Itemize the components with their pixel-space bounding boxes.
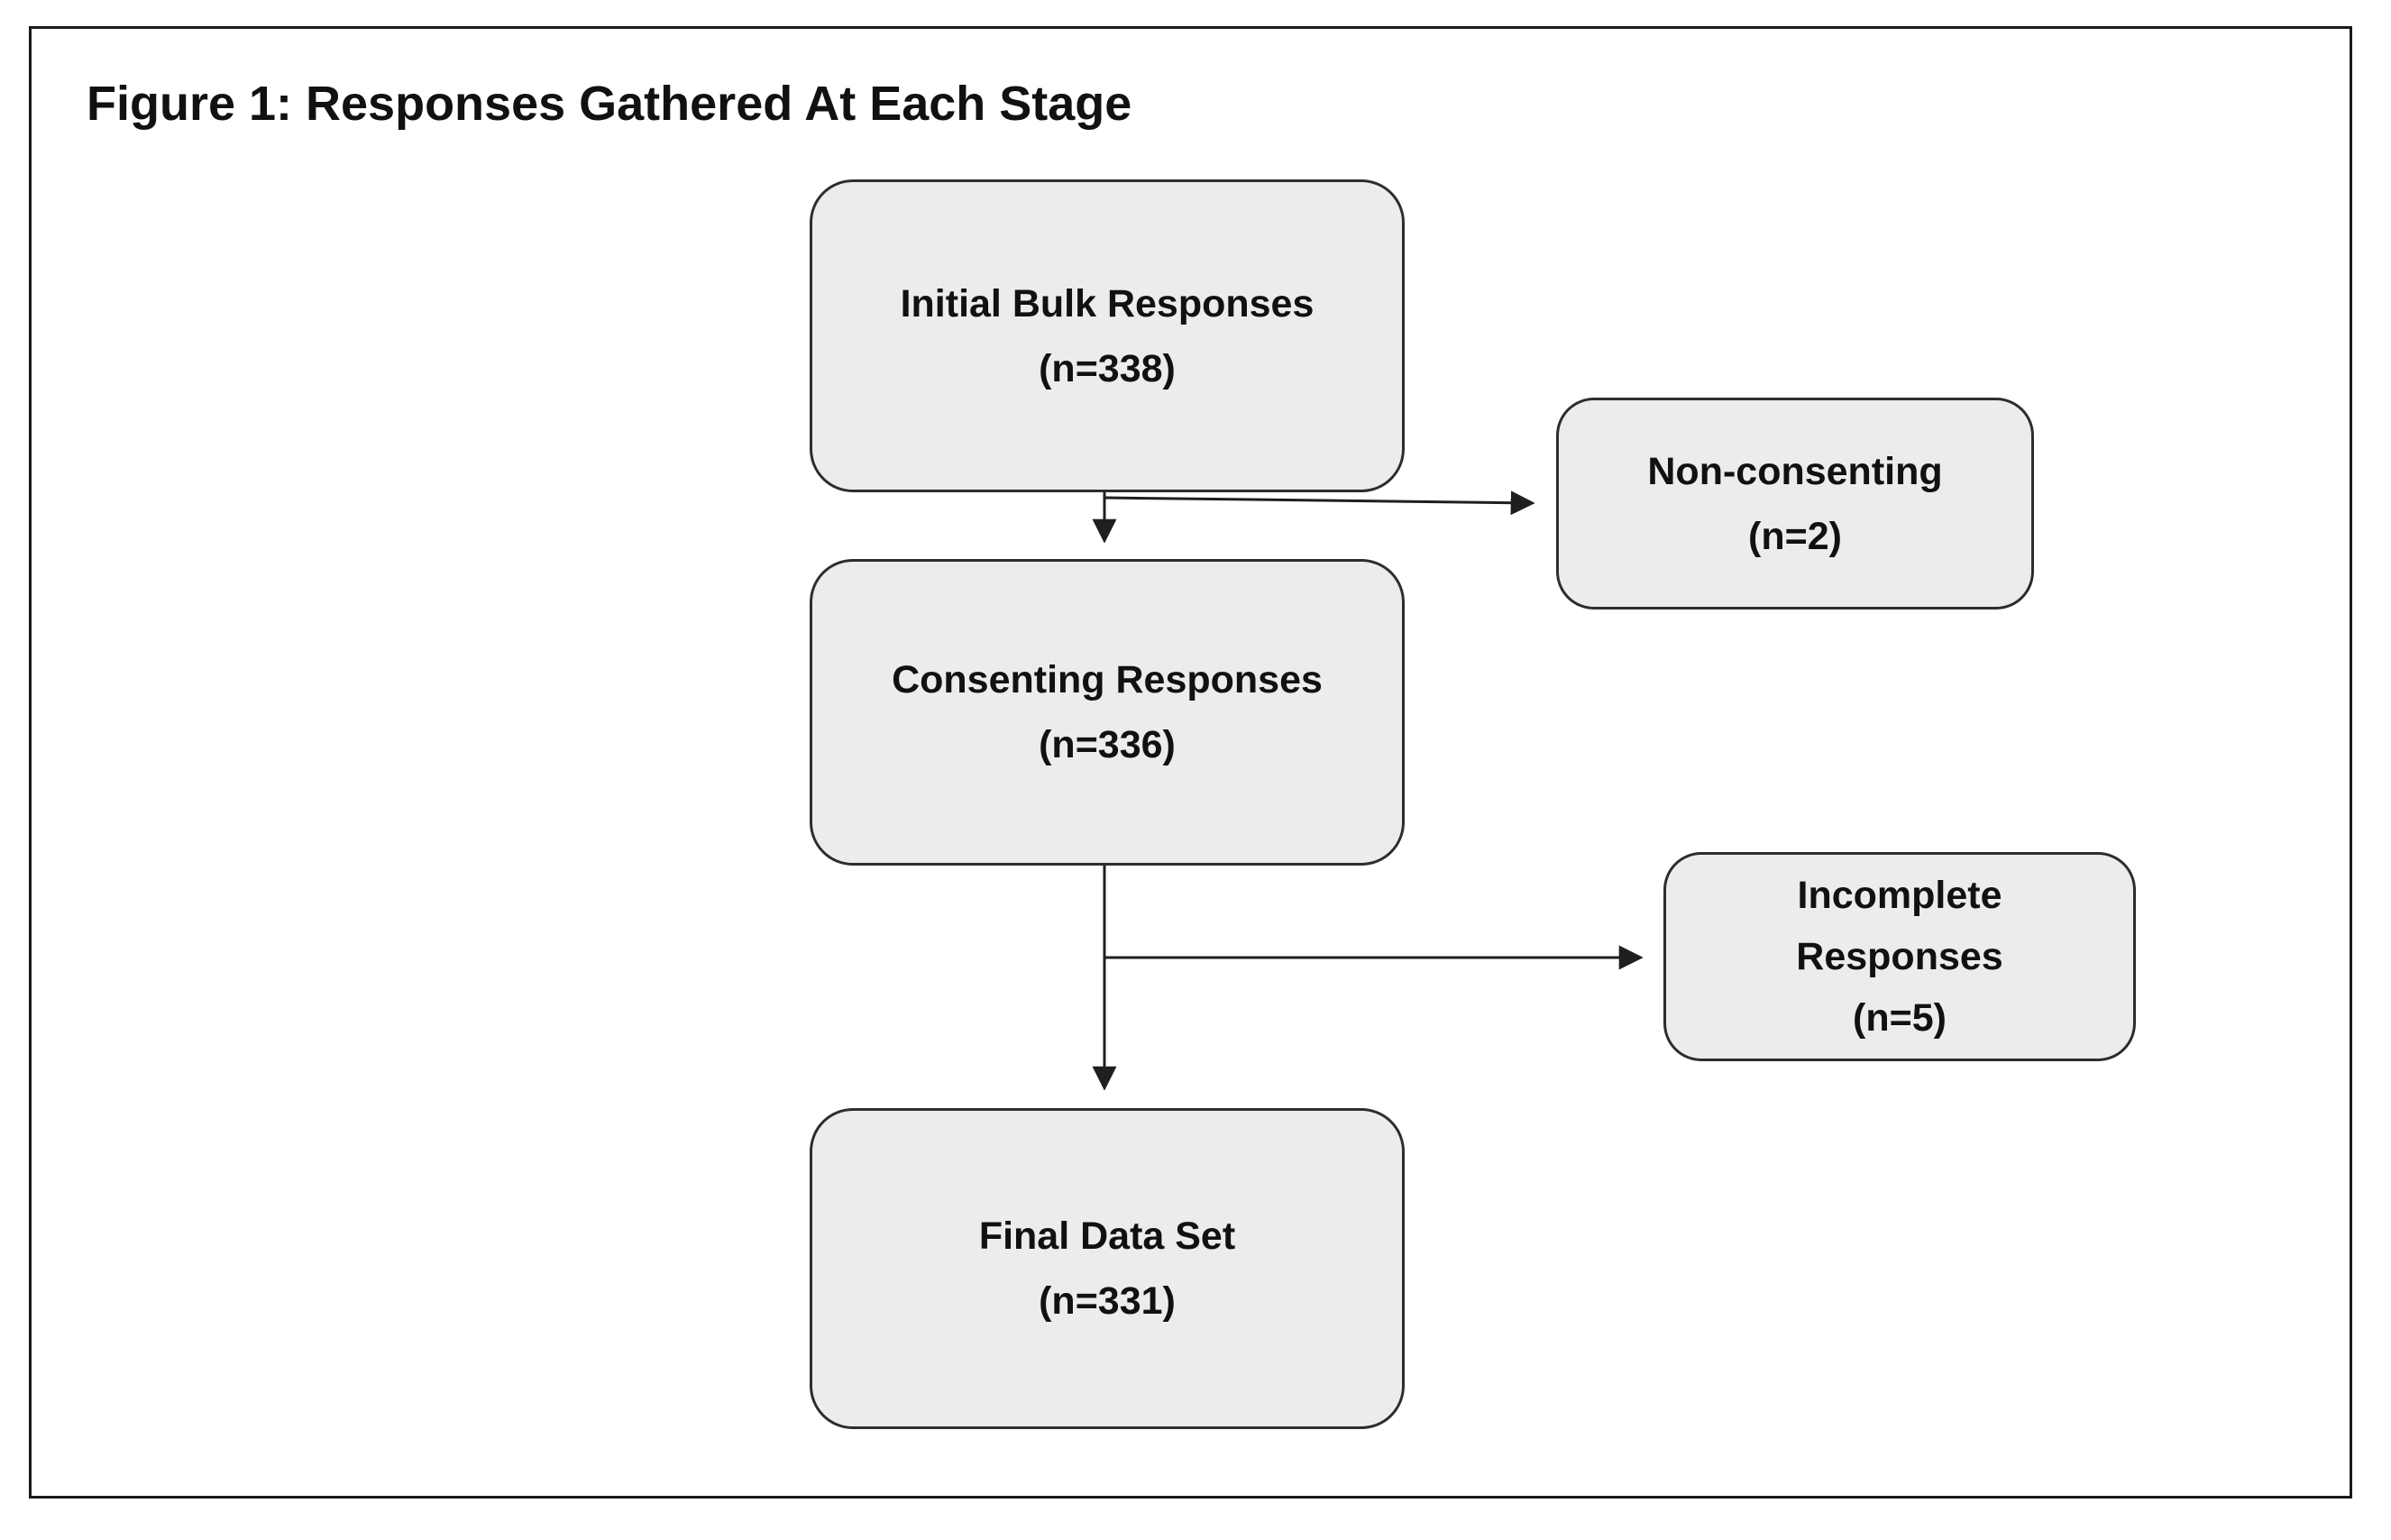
node-initial-bulk-responses: Initial Bulk Responses (n=338) bbox=[810, 179, 1405, 492]
node-label: Final Data Set bbox=[978, 1215, 1236, 1258]
node-count: (n=2) bbox=[1748, 514, 1842, 558]
node-label: Incomplete Responses bbox=[1796, 874, 2003, 978]
node-consenting-responses: Consenting Responses (n=336) bbox=[810, 559, 1405, 866]
node-non-consenting: Non-consenting (n=2) bbox=[1556, 398, 2034, 610]
node-count: (n=5) bbox=[1853, 996, 1947, 1040]
node-incomplete-responses: Incomplete Responses (n=5) bbox=[1663, 852, 2136, 1061]
node-final-data-set: Final Data Set (n=331) bbox=[810, 1108, 1405, 1429]
node-count: (n=338) bbox=[1039, 346, 1176, 390]
figure-title: Figure 1: Responses Gathered At Each Sta… bbox=[87, 77, 1132, 131]
node-label: Consenting Responses bbox=[892, 658, 1323, 701]
node-count: (n=336) bbox=[1039, 723, 1176, 766]
node-count: (n=331) bbox=[1039, 1279, 1176, 1323]
node-label: Initial Bulk Responses bbox=[900, 281, 1315, 325]
node-label: Non-consenting bbox=[1647, 449, 1943, 493]
